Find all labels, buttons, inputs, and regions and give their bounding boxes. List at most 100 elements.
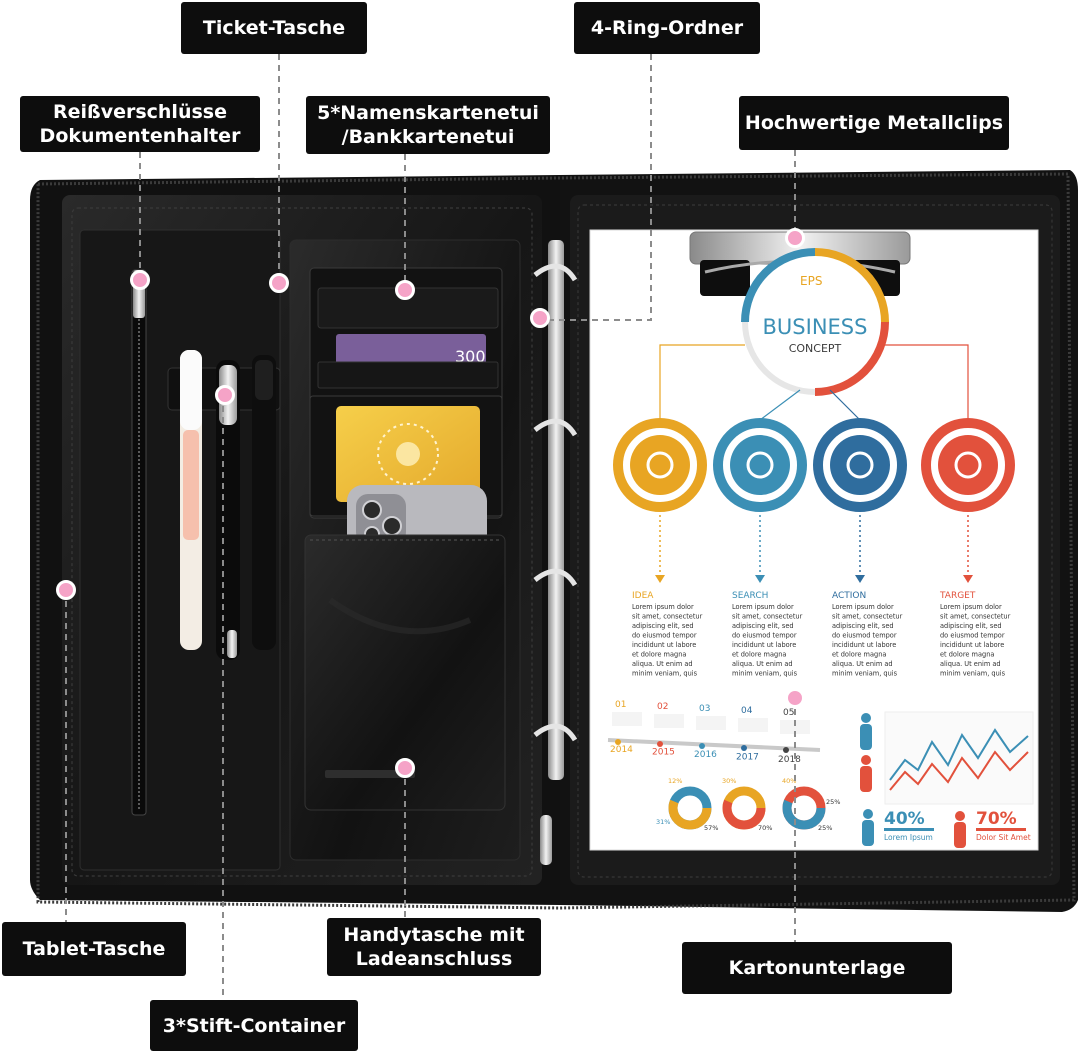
step-glyph	[846, 451, 874, 479]
step-text-line: incididunt ut labore	[732, 641, 796, 649]
step-text-line: aliqua. Ut enim ad	[832, 660, 893, 668]
step-icon	[938, 435, 998, 495]
step-text-line: do eiusmod tempor	[732, 632, 797, 640]
timeline-dot	[615, 739, 621, 745]
timeline-year: 2014	[610, 745, 633, 755]
label-zip-document-holder: Reißverschlüsse Dokumentenhalter	[20, 96, 260, 152]
marker-zip-holder	[130, 270, 150, 290]
metal-clip	[689, 231, 911, 296]
donut-label: 30%	[722, 777, 736, 785]
stat-label: Lorem Ipsum	[884, 833, 933, 842]
timeline-year: 2018	[778, 755, 801, 765]
step-text-line: Lorem ipsum dolor	[732, 603, 794, 611]
timeline-dot	[699, 743, 705, 749]
step-title: TARGET	[939, 591, 976, 601]
label-ring-binder: 4-Ring-Ordner	[574, 2, 760, 54]
label-pen-holder-text: 3*Stift-Container	[162, 1014, 346, 1037]
step-glyph	[954, 451, 982, 479]
step-text-line: sit amet, consectetur	[732, 613, 803, 621]
step-arrow	[655, 575, 665, 583]
timeline-note	[696, 716, 726, 730]
step-arrow	[963, 575, 973, 583]
label-card-line-2: /Bankkartenetui	[341, 126, 515, 148]
donut-segment	[722, 786, 766, 830]
marker-ring-binder	[530, 308, 550, 328]
phone-pocket	[304, 485, 506, 811]
step-title: SEARCH	[732, 591, 768, 601]
step-text-line: Lorem ipsum dolor	[940, 603, 1002, 611]
label-cardboard-backing: Kartonunterlage	[682, 942, 952, 994]
donut-graphics: 12%31%57%30%70%40%25%25%	[656, 777, 840, 832]
step-text-line: sit amet, consectetur	[832, 613, 903, 621]
donut-label: 25%	[826, 798, 840, 806]
marker-tablet-pocket	[56, 580, 76, 600]
step-text-line: adipiscing elit, sed	[632, 622, 694, 630]
person-icon-body	[860, 724, 872, 750]
label-metal-clips-text: Hochwertige Metallclips	[744, 112, 1004, 134]
marker-card-holder	[395, 280, 415, 300]
step-text-line: do eiusmod tempor	[832, 632, 897, 640]
timeline-note	[654, 714, 684, 728]
step-text-line: et dolore magna	[832, 651, 886, 659]
step-text-line: aliqua. Ut enim ad	[732, 660, 793, 668]
step-text-line: sit amet, consectetur	[940, 613, 1011, 621]
step-arrow	[855, 575, 865, 583]
label-tablet-pocket: Tablet-Tasche	[2, 922, 186, 976]
donut-label: 57%	[704, 824, 718, 832]
timeline-number: 05	[783, 708, 794, 718]
person-icon	[861, 713, 871, 723]
label-zip-line-1: Reißverschlüsse	[53, 101, 227, 123]
step-text-line: minim veniam, quis	[632, 670, 698, 678]
step-icon	[630, 435, 690, 495]
step-glyph	[646, 451, 674, 479]
step-text-line: incididunt ut labore	[632, 641, 696, 649]
label-phone-pocket: Handytasche mit Ladeanschluss	[327, 918, 541, 976]
concept-step-search: SEARCH Lorem ipsum dolor sit amet, consect…	[713, 418, 807, 678]
timeline-note	[738, 718, 768, 732]
donut-segment	[668, 786, 712, 830]
marker-metal-clips	[785, 228, 805, 248]
step-text-line: do eiusmod tempor	[940, 632, 1005, 640]
label-zip-line-2: Dokumentenhalter	[39, 125, 241, 147]
timeline-year: 2017	[736, 753, 759, 763]
step-text-line: do eiusmod tempor	[632, 632, 697, 640]
step-text-line: et dolore magna	[940, 651, 994, 659]
timeline-number: 04	[741, 706, 753, 716]
step-text-line: adipiscing elit, sed	[832, 622, 894, 630]
stat-label: Dolor Sit Amet	[976, 833, 1031, 842]
step-icon	[830, 435, 890, 495]
step-icon	[730, 435, 790, 495]
step-text-line: Lorem ipsum dolor	[632, 603, 694, 611]
label-card-line-1: 5*Namenskartenetui	[317, 102, 539, 124]
sheet-heading: BUSINESS	[763, 315, 868, 339]
person-icon	[861, 755, 871, 765]
marker-pen-holder	[215, 385, 235, 405]
label-cardboard-text: Kartonunterlage	[728, 957, 906, 979]
step-text-line: aliqua. Ut enim ad	[940, 660, 1001, 668]
donut-segment	[782, 786, 826, 830]
label-card-holder: 5*Namenskartenetui /Bankkartenetui	[306, 96, 550, 154]
label-tablet-pocket-text: Tablet-Tasche	[22, 938, 166, 960]
step-text-line: adipiscing elit, sed	[732, 622, 794, 630]
timeline-year: 2016	[694, 750, 717, 760]
timeline-dot	[741, 745, 747, 751]
label-ring-binder-text: 4-Ring-Ordner	[590, 17, 744, 39]
feature-markers	[56, 228, 805, 778]
step-text-line: aliqua. Ut enim ad	[632, 660, 693, 668]
person-icon	[863, 809, 873, 819]
card-number: 300	[455, 347, 486, 366]
timeline-note	[780, 720, 810, 734]
donut-label: 31%	[656, 818, 670, 826]
person-icon-body	[860, 766, 872, 792]
donut-label: 40%	[782, 777, 796, 785]
line-chart-series-blue	[889, 728, 1029, 781]
label-ticket-pocket-text: Ticket-Tasche	[202, 17, 346, 39]
marker-cardboard	[785, 688, 805, 708]
line-chart-panel	[884, 711, 1034, 805]
